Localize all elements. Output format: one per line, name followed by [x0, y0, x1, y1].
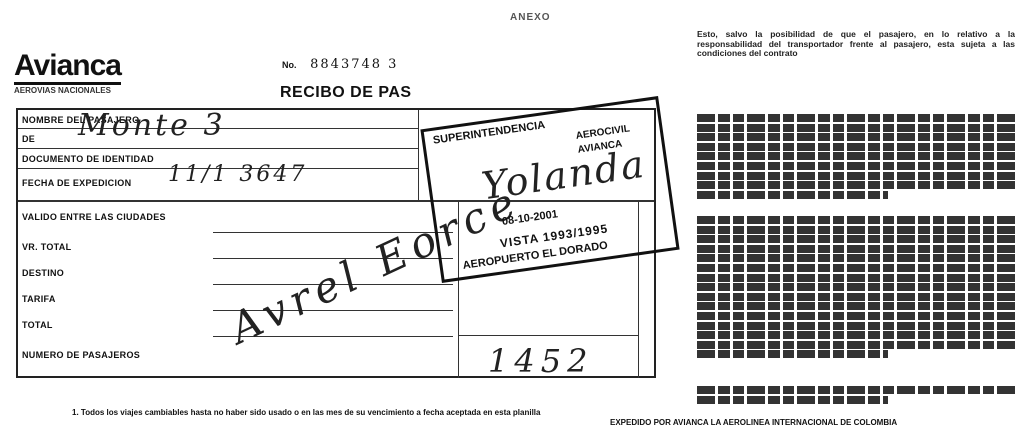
illegible-text-line: [697, 331, 1015, 340]
illegible-text-line: [697, 340, 1015, 349]
handwritten-issue-date: 11/1 3647: [168, 162, 308, 187]
handwritten-name: Monte 3: [78, 108, 226, 143]
illegible-text-line: [697, 142, 1015, 151]
illegible-text-line: [697, 254, 1015, 263]
illegible-text-line: [697, 302, 1015, 311]
handwritten-lower-number: 1452: [488, 342, 594, 380]
label-passenger-name: NOMBRE DEL PASAJERO: [22, 115, 140, 125]
illegible-text-line: [697, 171, 1015, 180]
illegible-text-line: [697, 283, 1015, 292]
stamp-line-2: AEROCIVIL: [575, 123, 631, 142]
illegible-text-line: [697, 321, 1015, 330]
label-passenger-count: NUMERO DE PASAJEROS: [22, 350, 141, 360]
illegible-text-line: [697, 350, 888, 359]
terms-paragraph-2: [697, 114, 1015, 200]
receipt-title: RECIBO DE PAS: [280, 84, 412, 101]
ticket: Avianca AEROVIAS NACIONALES No. 8843748 …: [12, 50, 680, 417]
label-valid-between: VALIDO ENTRE LAS CIUDADES: [22, 212, 166, 222]
terms-paragraph-3: [697, 216, 1015, 360]
label-id-document: DOCUMENTO DE IDENTIDAD: [22, 154, 154, 164]
illegible-text-line: [697, 216, 1015, 224]
terms-paragraph-4: [697, 386, 1015, 405]
illegible-text-line: [697, 244, 1015, 253]
footnote: 1. Todos los viajes cambiables hasta no …: [72, 408, 541, 417]
stamp-handwriting: Yolanda: [478, 141, 649, 209]
illegible-text-line: [697, 161, 1015, 170]
illegible-text-line: [697, 123, 1015, 132]
ticket-number: No. 8843748 3: [282, 56, 398, 72]
airline-logo: Avianca: [14, 50, 122, 85]
page-mark: ANEXO: [510, 12, 551, 23]
terms-paragraph-1-text: Esto, salvo la posibilidad de que el pas…: [697, 30, 1015, 58]
label-total-value: VR. TOTAL: [22, 242, 72, 252]
illegible-text-line: [697, 395, 888, 404]
label-destination: DESTINO: [22, 268, 65, 278]
illegible-text-line: [697, 181, 1015, 190]
ticket-number-value: 8843748 3: [310, 57, 399, 72]
ticket-number-label: No.: [282, 60, 297, 70]
stamp-date: 08-10-2001: [501, 208, 559, 228]
label-issue-date: FECHA DE EXPEDICION: [22, 178, 132, 188]
illegible-text-line: [697, 235, 1015, 244]
official-stamp: SUPERINTENDENCIA AEROCIVIL AVIANCA Yolan…: [420, 96, 680, 283]
terms-paragraph-1: Esto, salvo la posibilidad de que el pas…: [697, 30, 1015, 59]
illegible-text-line: [697, 263, 1015, 272]
bottom-banner: EXPEDIDO POR AVIANCA LA AEROLINEA INTERN…: [610, 418, 898, 427]
receipt-table: NOMBRE DEL PASAJERO DE DOCUMENTO DE IDEN…: [16, 108, 656, 380]
label-fare: TARIFA: [22, 294, 56, 304]
illegible-text-line: [697, 114, 1015, 122]
illegible-text-line: [697, 311, 1015, 320]
label-total: TOTAL: [22, 320, 53, 330]
illegible-text-line: [697, 292, 1015, 301]
logo-subtitle: AEROVIAS NACIONALES: [14, 86, 111, 95]
illegible-text-line: [697, 386, 1015, 394]
illegible-text-line: [697, 152, 1015, 161]
illegible-text-line: [697, 190, 888, 199]
illegible-text-line: [697, 225, 1015, 234]
label-de: DE: [22, 134, 36, 144]
illegible-text-line: [697, 273, 1015, 282]
illegible-text-line: [697, 133, 1015, 142]
